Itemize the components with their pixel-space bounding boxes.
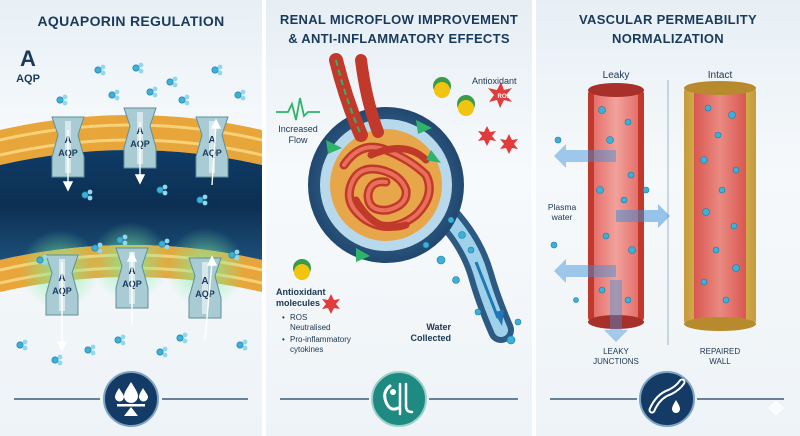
panel-title: AQUAPORIN REGULATION bbox=[37, 13, 225, 29]
aqp-channel-3 bbox=[195, 116, 229, 178]
panel-title-line2: NORMALIZATION bbox=[612, 31, 724, 46]
panel-divider bbox=[532, 0, 536, 436]
panel-title-line1: VASCULAR PERMEABILITY bbox=[579, 12, 757, 27]
water-collected-label: Collected bbox=[410, 333, 451, 343]
vessel-illustration: Leaky Intact Plasma water LEAKY JUNCTION… bbox=[548, 70, 784, 427]
leak-arrows bbox=[554, 144, 670, 342]
channel-label: AQP bbox=[195, 289, 215, 299]
pulse-icon bbox=[276, 97, 320, 121]
leaky-vessel bbox=[588, 83, 644, 329]
panel-divider bbox=[262, 0, 266, 436]
channel-label: AQP bbox=[202, 148, 222, 158]
bullet-ros: Neutralised bbox=[290, 323, 330, 332]
panel-renal: RENAL MICROFLOW IMPROVEMENT & ANTI-INFLA… bbox=[266, 0, 532, 436]
antioxidant-molecules-label: Antioxidant bbox=[276, 287, 326, 297]
glomerulus bbox=[330, 129, 442, 241]
aqp-channel-6 bbox=[188, 257, 222, 319]
channel-letter: A bbox=[201, 276, 208, 287]
repaired-wall-label: REPAIRED bbox=[700, 347, 741, 356]
water-droplets bbox=[422, 216, 522, 345]
bullet-cytokines: cytokines bbox=[290, 345, 323, 354]
bullet-cytokines: Pro-inflammatory bbox=[290, 335, 351, 344]
intact-label: Intact bbox=[708, 70, 733, 81]
channel-letter: A bbox=[208, 135, 215, 146]
water-collected-label: Water bbox=[426, 322, 451, 332]
efferent-arteriole bbox=[355, 54, 384, 138]
leaky-junctions-label: JUNCTIONS bbox=[593, 357, 639, 366]
increased-flow-label: Increased bbox=[278, 124, 318, 134]
kidney-vessel-icon bbox=[371, 371, 427, 427]
flow-arrows bbox=[326, 120, 441, 262]
ros-label: ROS bbox=[497, 94, 510, 100]
panel-title-line2: & ANTI-INFLAMMATORY EFFECTS bbox=[288, 31, 510, 46]
antioxidant-label: Antioxidant bbox=[472, 76, 517, 86]
vessel-drop-icon bbox=[639, 371, 695, 427]
panel-aquaporin: AQUAPORIN REGULATION bbox=[0, 0, 262, 436]
aqp-logo-letter: A bbox=[20, 46, 36, 71]
panel-vascular: VASCULAR PERMEABILITY NORMALIZATION bbox=[536, 0, 800, 436]
kidney-illustration: ROS Increased Flow Antioxidant Antioxida… bbox=[276, 53, 522, 427]
svg-text:•: • bbox=[282, 313, 285, 322]
ros-bursts bbox=[322, 82, 518, 314]
plasma-water-label: water bbox=[551, 212, 573, 222]
panel-title-line1: RENAL MICROFLOW IMPROVEMENT bbox=[279, 12, 519, 27]
increased-flow-label: Flow bbox=[288, 135, 308, 145]
antioxidant-spheres bbox=[293, 77, 475, 280]
water-drops-balance-icon bbox=[103, 371, 159, 427]
repaired-wall-label: WALL bbox=[709, 357, 731, 366]
aquaporin-illustration: A AQP A bbox=[0, 46, 262, 427]
aqp-logo-text: AQP bbox=[16, 73, 40, 85]
plasma-water-label: Plasma bbox=[548, 202, 577, 212]
leaky-junctions-label: LEAKY bbox=[603, 347, 629, 356]
leaky-label: Leaky bbox=[603, 70, 630, 81]
svg-text:•: • bbox=[282, 335, 285, 344]
intact-vessel bbox=[684, 81, 756, 331]
water-droplets bbox=[550, 106, 650, 304]
bullet-ros: ROS bbox=[290, 313, 307, 322]
antioxidant-molecules-label: molecules bbox=[276, 298, 320, 308]
